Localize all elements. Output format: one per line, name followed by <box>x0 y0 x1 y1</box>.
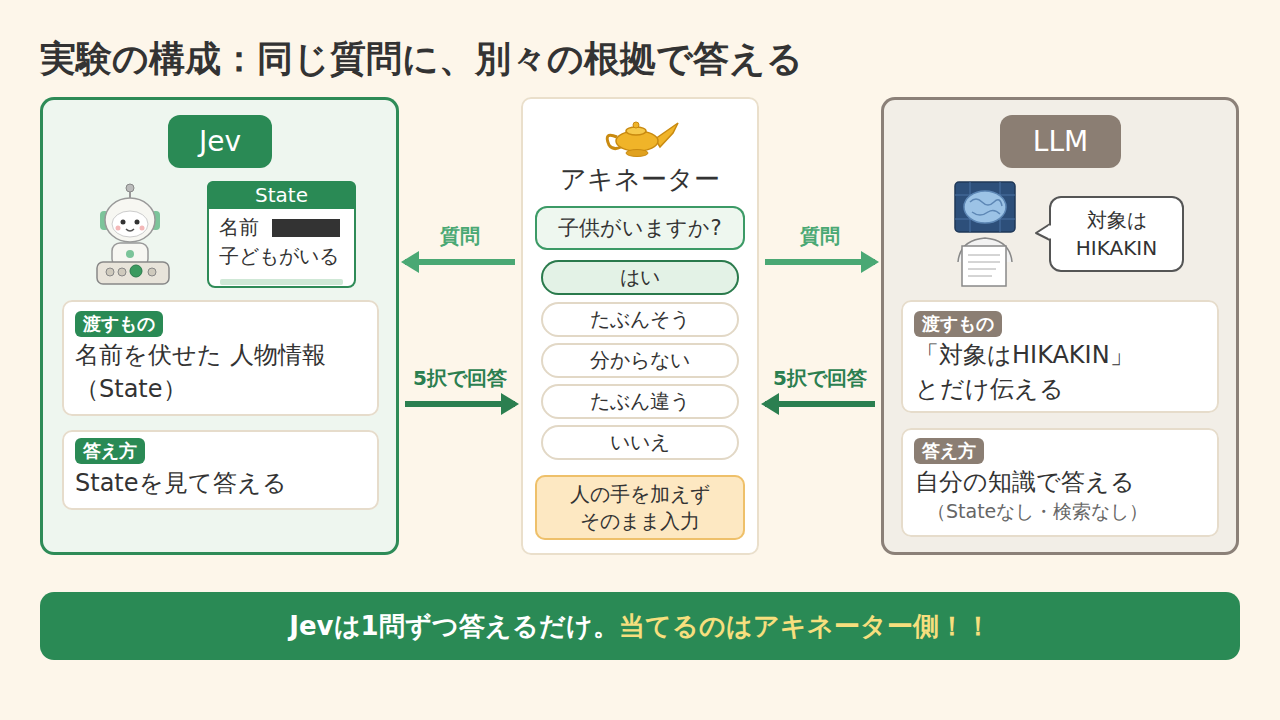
info-box: 答え方 Stateを見て答える <box>62 430 379 510</box>
diagram-title: 実験の構成：同じ質問に、別々の根拠で答える <box>40 36 803 81</box>
tag-label: 答え方 <box>75 438 145 464</box>
brain-folds <box>970 199 1002 215</box>
arrow-label: 質問 <box>800 224 840 249</box>
body-text: 「対象はHIKAKIN」 とだけ伝える <box>915 338 1207 406</box>
body-text: Stateを見て答える <box>75 468 367 498</box>
bubble-tail-join <box>1049 226 1052 239</box>
info-box: 渡すもの名前を伏せた 人物情報（State） <box>62 300 379 416</box>
info-box: 渡すもの「対象はHIKAKIN」 とだけ伝える <box>901 300 1219 413</box>
akinator-panel: アキネーター子供がいますか? はいたぶんそう分からないたぶん違ういいえ人の手を加え… <box>521 97 759 555</box>
bubble-tail <box>1036 224 1050 240</box>
summary-text: Jevは1問ずつ答えるだけ。 <box>289 610 618 643</box>
tag-label: 答え方 <box>914 438 984 464</box>
arrow-label: 5択で回答 <box>773 366 867 391</box>
flow-arrow <box>765 401 875 407</box>
body-text: 自分の知識で答える <box>915 467 1207 497</box>
paper-line <box>968 262 1000 263</box>
paper-line <box>968 276 992 277</box>
robot-antenna-tip <box>126 184 134 192</box>
console-button <box>118 268 126 276</box>
note-text: （Stateなし・検索なし） <box>927 500 1212 524</box>
body-text: 名前を伏せた 人物情報（State） <box>75 338 367 406</box>
llm-brain-illustration <box>955 182 1015 286</box>
robot-mouth <box>126 229 134 231</box>
robot-console <box>97 262 169 284</box>
console-button <box>130 265 142 277</box>
summary-highlight: 当てるのはアキネーター側！！ <box>619 610 991 643</box>
question-box: 子供がいますか? <box>535 206 745 250</box>
lamp-knob <box>633 122 639 128</box>
robot-face <box>112 211 148 237</box>
option-text: 分からない <box>541 343 739 378</box>
flow-arrow <box>405 401 515 407</box>
tag-label: 渡すもの <box>914 311 1002 337</box>
answer-option: いいえ <box>541 425 739 460</box>
card-stripe <box>220 279 343 285</box>
lamp-base <box>626 150 648 157</box>
option-text: はい <box>541 260 739 295</box>
agent-panel: JevState 名前子どもがいる渡すもの名前を伏せた 人物情報（State） 答え… <box>40 97 399 555</box>
robot-chest-light <box>126 250 134 258</box>
brain-screen <box>955 182 1015 232</box>
redaction-bar <box>272 219 340 237</box>
brain-shape <box>964 191 1006 223</box>
paper-line <box>968 269 996 270</box>
panel-title-pill: LLM <box>1000 115 1121 168</box>
lamp-icon <box>607 122 678 157</box>
bubble-text: 対象は HIKAKIN <box>1049 196 1184 272</box>
robot-eye <box>135 220 140 225</box>
tag-label: 渡すもの <box>75 311 163 337</box>
answer-option: はい <box>541 260 739 295</box>
arrow-label: 5択で回答 <box>413 366 507 391</box>
card-header: State <box>207 181 356 209</box>
panel-title-pill: Jev <box>168 115 272 168</box>
robot-eye <box>121 220 126 225</box>
speech-bubble: 対象は HIKAKIN <box>1049 196 1184 272</box>
paper-line <box>968 255 1000 256</box>
card-field: 名前 <box>219 215 259 240</box>
robot-blush <box>116 226 121 231</box>
question-text: 子供がいますか? <box>535 206 745 250</box>
llm-panel: LLM 対象は HIKAKIN 渡すもの「対象はHIKAKIN」 とだけ伝える答え方… <box>881 97 1239 555</box>
robot-head <box>105 198 155 242</box>
option-text: たぶんそう <box>541 302 739 337</box>
panel-title: アキネーター <box>521 163 759 196</box>
answer-option: たぶんそう <box>541 302 739 337</box>
answer-option: たぶん違う <box>541 384 739 419</box>
robot-blush <box>140 226 145 231</box>
robot-illustration <box>97 184 169 284</box>
flow-arrow <box>765 259 875 265</box>
paper-sheet <box>962 246 1006 286</box>
option-text: いいえ <box>541 425 739 460</box>
summary-band: Jevは1問ずつ答えるだけ。当てるのはアキネーター側！！ <box>40 592 1240 660</box>
console-button <box>106 268 114 276</box>
note-box: 人の手を加えず そのまま入力 <box>535 475 745 540</box>
card-field: 子どもがいる <box>219 244 339 269</box>
flow-arrow <box>405 259 515 265</box>
option-text: たぶん違う <box>541 384 739 419</box>
answer-option: 分からない <box>541 343 739 378</box>
info-box: 答え方自分の知識で答える （Stateなし・検索なし） <box>901 428 1219 537</box>
lamp-spout <box>655 123 678 147</box>
arrow-label: 質問 <box>440 224 480 249</box>
note-text: 人の手を加えず そのまま入力 <box>535 475 745 540</box>
console-button <box>148 268 156 276</box>
